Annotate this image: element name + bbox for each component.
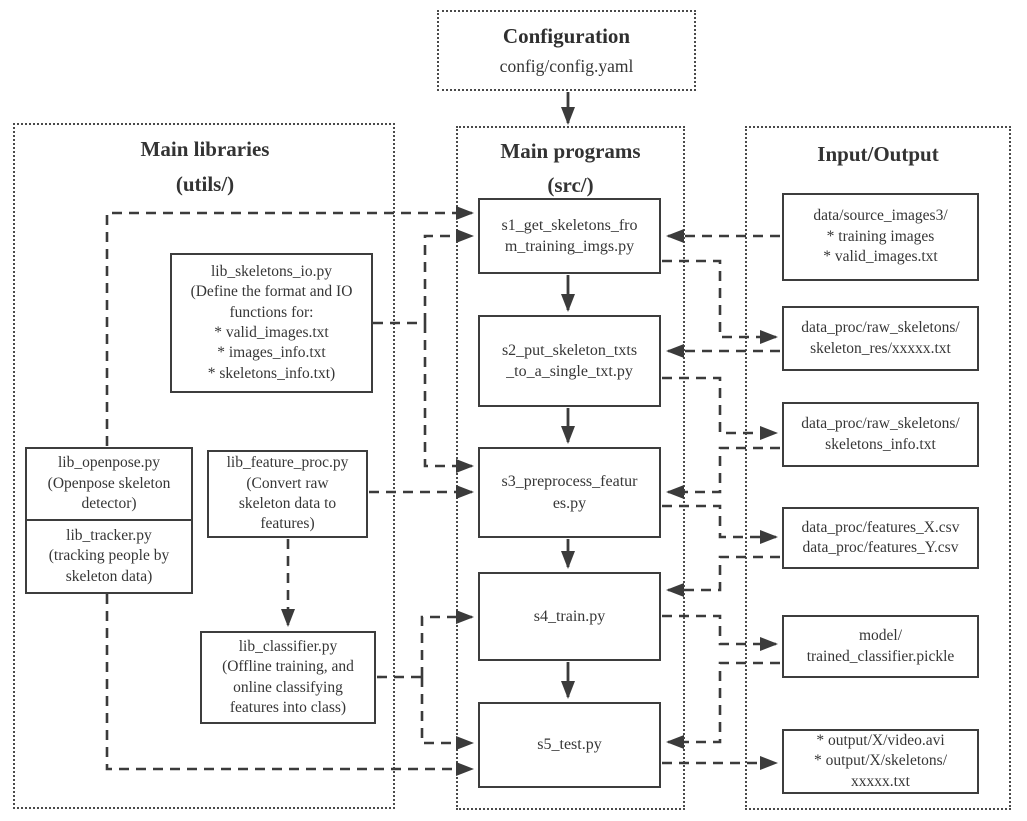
node-lib-openpose: lib_openpose.py (Openpose skeleton detec… (25, 447, 193, 521)
programs-title: Main programs (500, 139, 641, 163)
node-io-source-images: data/source_images3/ * training images *… (782, 193, 979, 281)
libraries-subtitle: (utils/) (175, 172, 235, 196)
node-lib-tracker: lib_tracker.py (tracking people by skele… (25, 519, 193, 594)
node-io-features-csv: data_proc/features_X.csv data_proc/featu… (782, 507, 979, 569)
node-io-skeletons-info: data_proc/raw_skeletons/ skeletons_info.… (782, 402, 979, 467)
configuration-path: config/config.yaml (499, 56, 634, 76)
node-lib-classifier: lib_classifier.py (Offline training, and… (200, 631, 376, 724)
node-s5-test: s5_test.py (478, 702, 661, 788)
configuration-title: Configuration (502, 24, 631, 48)
node-lib-feature-proc: lib_feature_proc.py (Convert raw skeleto… (207, 450, 368, 538)
node-s2-put-skeleton-txts: s2_put_skeleton_txts _to_a_single_txt.py (478, 315, 661, 407)
programs-subtitle: (src/) (547, 173, 594, 197)
node-s1-get-skeletons: s1_get_skeletons_fro m_training_imgs.py (478, 198, 661, 274)
node-s3-preprocess-features: s3_preprocess_featur es.py (478, 447, 661, 538)
node-io-skeleton-res: data_proc/raw_skeletons/ skeleton_res/xx… (782, 306, 979, 371)
libraries-title: Main libraries (140, 137, 270, 161)
node-lib-skeletons-io: lib_skeletons_io.py (Define the format a… (170, 253, 373, 393)
node-io-model-pickle: model/ trained_classifier.pickle (782, 615, 979, 678)
io-title: Input/Output (817, 142, 939, 166)
node-configuration: Configuration config/config.yaml (437, 10, 696, 91)
node-s4-train: s4_train.py (478, 572, 661, 661)
node-io-output: * output/X/video.avi * output/X/skeleton… (782, 729, 979, 794)
container-main-libraries (13, 123, 395, 809)
